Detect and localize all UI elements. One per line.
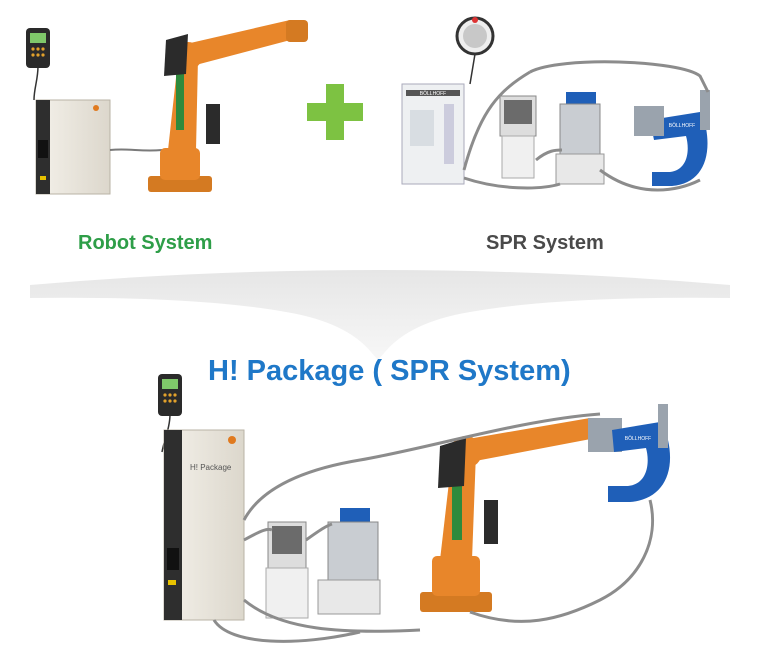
package-title: H! Package ( SPR System) (208, 355, 571, 387)
package-control-cabinet-icon: H! Package (163, 429, 245, 621)
spr-cabinet-brand: BÖLLHOFF (420, 90, 446, 97)
spr-control-cabinet-icon: BÖLLHOFF (401, 83, 465, 185)
plus-icon (307, 84, 363, 140)
package-feeder-unit-icon (265, 521, 309, 619)
tool-brand: BÖLLHOFF (669, 122, 695, 129)
package-hydraulic-unit-icon (317, 508, 381, 615)
control-cabinet-icon (35, 99, 111, 195)
spr-system-label: SPR System (486, 232, 604, 254)
robot-system-label: Robot System (78, 232, 213, 254)
spr-cables (462, 60, 710, 192)
package-spr-riveting-tool-icon: BÖLLHOFF (588, 404, 671, 502)
package-cabinet-brand: H! Package (190, 463, 232, 472)
merge-arrow-icon (30, 270, 730, 360)
feeder-unit-icon (499, 95, 537, 179)
robot-arm-icon (148, 20, 308, 192)
hmi-panel-icon (455, 16, 495, 85)
package-cables (212, 412, 655, 643)
spr-riveting-tool-icon: BÖLLHOFF (634, 90, 710, 186)
robot-cable (109, 148, 163, 152)
package-robot-arm-icon (420, 418, 596, 612)
package-tool-brand: BÖLLHOFF (625, 435, 651, 442)
teach-pendant-icon (26, 28, 50, 101)
hydraulic-unit-icon (555, 92, 605, 185)
